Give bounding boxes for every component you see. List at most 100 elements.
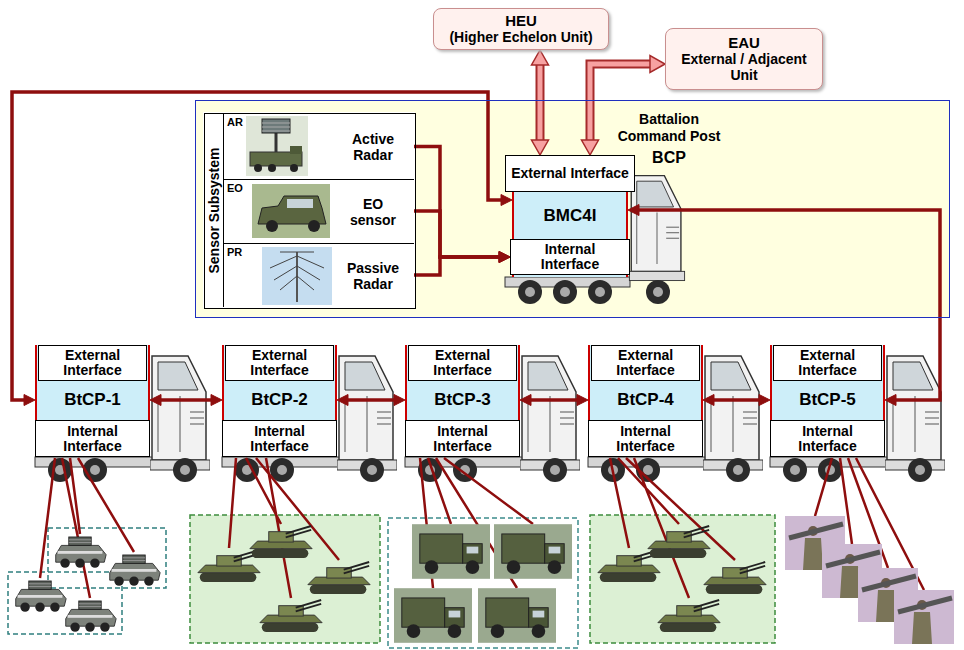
arrow-head xyxy=(24,395,35,406)
interface-name: External Interface xyxy=(43,348,142,378)
interface-name: Internal Interface xyxy=(515,242,625,272)
arrow-head xyxy=(337,395,348,406)
post-name: BtCP-4 xyxy=(590,381,701,420)
post-name: BtCP-2 xyxy=(224,381,335,420)
arrow-head xyxy=(394,395,405,406)
arrow-line xyxy=(414,211,501,257)
interface-box: Internal Interface xyxy=(588,420,703,457)
arrow-head xyxy=(703,395,714,406)
arrow-line xyxy=(529,398,579,402)
region-code: BCP xyxy=(634,149,704,167)
interface-box: External Interface xyxy=(773,345,882,381)
sensor-row: AR Active Radar xyxy=(223,114,414,179)
sensor-row: PR Passive Radar xyxy=(223,243,414,307)
data-link-arrow xyxy=(414,211,510,263)
arrow-head xyxy=(499,252,510,263)
data-link-arrow xyxy=(414,147,510,263)
interface-box: External Interface xyxy=(505,155,635,192)
arrow-line xyxy=(712,398,761,402)
interface-name: Internal Interface xyxy=(593,424,698,454)
interface-name: Internal Interface xyxy=(227,424,332,454)
eo-vehicle-picture xyxy=(252,184,330,238)
interface-box: Internal Interface xyxy=(35,420,150,457)
arrow-line xyxy=(346,398,396,402)
arrow-head xyxy=(499,252,510,263)
post-name: BtCP-1 xyxy=(37,381,148,420)
arrow-line xyxy=(159,398,213,402)
c4i-shelter: BMC4I External InterfaceInternal Interfac… xyxy=(512,155,628,277)
battery-command-post: BtCP-2External InterfaceInternal Interfa… xyxy=(222,345,337,457)
battery-command-post: BtCP-5External InterfaceInternal Interfa… xyxy=(770,345,885,457)
arrow-head xyxy=(501,195,512,206)
unit-box: EAUExternal / Adjacent Unit xyxy=(665,28,823,90)
sensor-name: Active Radar xyxy=(342,114,404,179)
battery-command-post: BtCP-1External InterfaceInternal Interfa… xyxy=(35,345,150,457)
sensor-code: PR xyxy=(227,246,242,258)
antenna-picture xyxy=(262,247,332,305)
arrow-head xyxy=(150,395,161,406)
interface-box: Internal Interface xyxy=(770,420,885,457)
arrow-head xyxy=(582,140,599,155)
arrow-head xyxy=(577,395,588,406)
arrow-head xyxy=(532,140,549,155)
sensor-code: EO xyxy=(227,182,243,194)
arrow-head xyxy=(650,56,665,73)
interface-name: External Interface xyxy=(230,348,329,378)
arrow-head xyxy=(211,395,222,406)
arrow-head xyxy=(499,252,510,263)
battery-command-post: BtCP-3External InterfaceInternal Interfa… xyxy=(405,345,520,457)
arrow-head xyxy=(885,395,896,406)
arrow-outline xyxy=(536,63,545,142)
data-link-arrow xyxy=(12,92,512,406)
arrow-head xyxy=(628,205,639,216)
unit-name: External / Adjacent Unit xyxy=(670,51,818,83)
interface-box: External Interface xyxy=(225,345,334,381)
wire xyxy=(40,458,924,598)
unit-box: HEU(Higher Echelon Unit) xyxy=(433,8,609,50)
panel-fill xyxy=(203,112,415,308)
interface-name: External Interface xyxy=(511,166,629,181)
arrow-head xyxy=(520,395,531,406)
unit-code: HEU xyxy=(505,13,537,30)
interface-name: External Interface xyxy=(596,348,695,378)
interface-box: External Interface xyxy=(408,345,517,381)
interface-box: Internal Interface xyxy=(222,420,337,457)
interface-name: External Interface xyxy=(778,348,877,378)
sensor-row: EO EO sensor xyxy=(223,179,414,243)
radar-picture xyxy=(246,116,308,176)
battery-command-post: BtCP-4External InterfaceInternal Interfa… xyxy=(588,345,703,457)
post-name: BtCP-5 xyxy=(772,381,883,420)
shelter-name: BMC4I xyxy=(514,193,626,239)
interface-box: Internal Interface xyxy=(405,420,520,457)
interface-box: External Interface xyxy=(38,345,147,381)
arrow-head xyxy=(532,50,549,65)
interface-box: External Interface xyxy=(591,345,700,381)
unit-code: EAU xyxy=(728,35,760,52)
region-title: Battalion Command Post xyxy=(614,111,724,145)
post-name: BtCP-3 xyxy=(407,381,518,420)
data-link-arrow xyxy=(414,252,510,276)
unit-name: (Higher Echelon Unit) xyxy=(449,30,592,45)
weapon-vehicle xyxy=(16,516,954,644)
command-link-arrow xyxy=(532,50,549,155)
arrow-line xyxy=(538,63,543,142)
interface-name: Internal Interface xyxy=(775,424,880,454)
interface-name: External Interface xyxy=(413,348,512,378)
data-link-arrow xyxy=(703,395,770,406)
arrow-line xyxy=(414,257,501,275)
subsystem-title: Sensor Subsystem xyxy=(205,114,224,307)
data-link-arrow xyxy=(150,395,222,406)
arrow-head xyxy=(759,395,770,406)
sensor-code: AR xyxy=(227,116,243,128)
sensor-subsystem-box: Sensor SubsystemAR Active RadarEO EO senso… xyxy=(204,113,416,309)
data-link-arrow xyxy=(337,395,405,406)
data-link-arrow xyxy=(520,395,588,406)
interface-box: Internal Interface xyxy=(510,239,630,275)
sensor-name: Passive Radar xyxy=(342,244,404,307)
interface-name: Internal Interface xyxy=(40,424,145,454)
command-post-region: Battalion Command PostBCP Sensor Subsyste… xyxy=(195,100,950,318)
sensor-name: EO sensor xyxy=(342,180,404,243)
interface-name: Internal Interface xyxy=(410,424,515,454)
